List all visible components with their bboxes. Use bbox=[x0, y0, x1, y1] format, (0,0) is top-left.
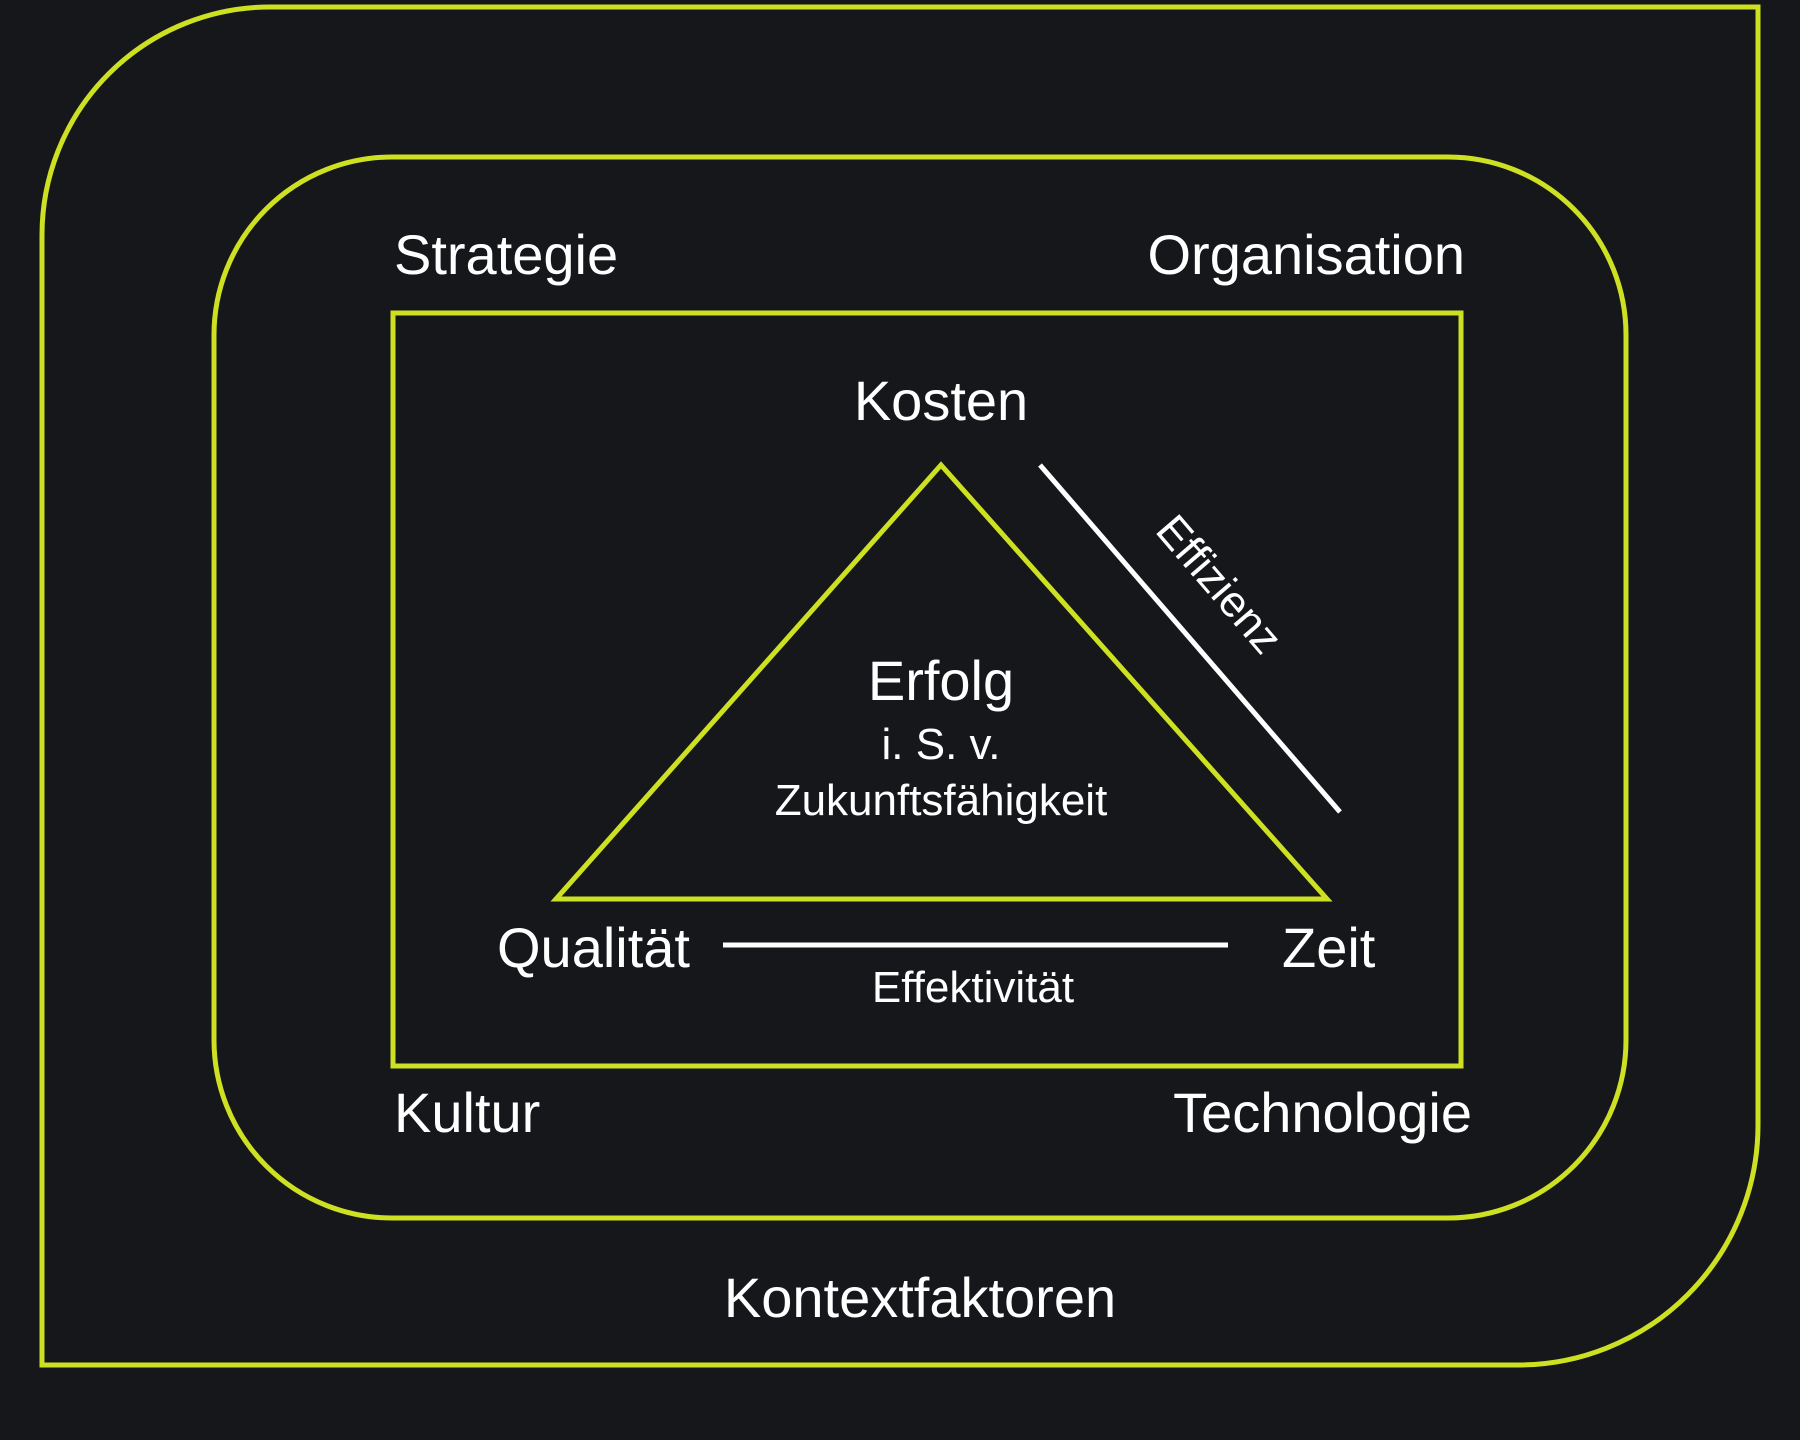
label-technologie: Technologie bbox=[1173, 1081, 1472, 1144]
label-zeit: Zeit bbox=[1282, 916, 1376, 979]
middle-rounded-frame bbox=[211, 154, 1629, 1221]
success-triangle bbox=[550, 461, 1333, 902]
inner-frame bbox=[390, 310, 1464, 1069]
label-kosten: Kosten bbox=[854, 369, 1028, 432]
efficiency-line bbox=[1038, 463, 1342, 814]
label-isv: i. S. v. bbox=[882, 720, 1001, 769]
outer-context-frame bbox=[39, 4, 1761, 1368]
label-organisation: Organisation bbox=[1147, 223, 1465, 286]
label-kultur: Kultur bbox=[394, 1081, 540, 1144]
label-zukunftsfaehigkeit: Zukunftsfähigkeit bbox=[775, 776, 1108, 825]
label-effizienz: Effizienz bbox=[1146, 506, 1291, 663]
label-kontextfaktoren: Kontextfaktoren bbox=[724, 1266, 1116, 1329]
label-erfolg: Erfolg bbox=[868, 649, 1014, 712]
label-strategie: Strategie bbox=[394, 223, 618, 286]
label-effektivitaet: Effektivität bbox=[872, 963, 1074, 1012]
label-qualitaet: Qualität bbox=[497, 916, 690, 979]
